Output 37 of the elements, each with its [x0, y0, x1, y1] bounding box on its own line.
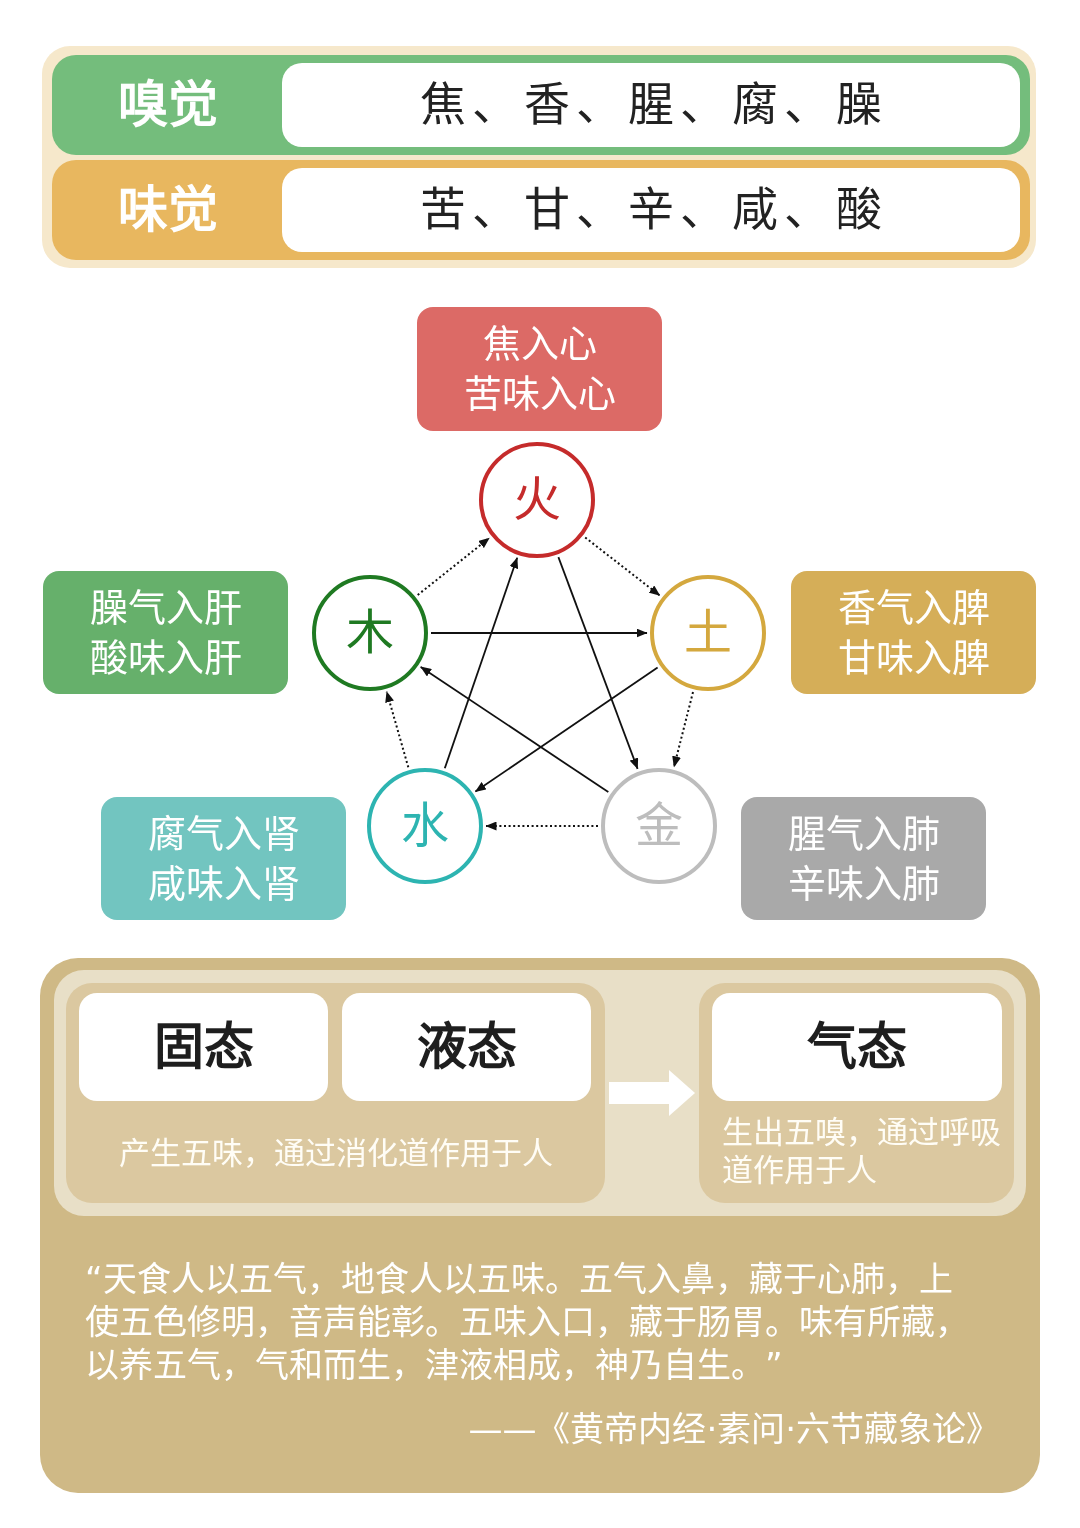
state-card: 液态	[342, 993, 591, 1101]
arrow	[430, 628, 648, 638]
dotted-arrow	[584, 536, 661, 597]
value-box: 苦、甘、辛、咸、酸	[282, 168, 1020, 252]
description-text: 产生五味，通过消化道作用于人	[118, 1134, 553, 1172]
note-text: 甘味入脾	[837, 634, 990, 682]
note-text: 苦味入心	[463, 371, 616, 418]
note-text: 臊气入肝	[89, 584, 242, 632]
dotted-arrow	[385, 690, 410, 769]
state-card: 固态	[79, 993, 328, 1101]
value-box: 焦、香、腥、腐、臊	[282, 63, 1020, 147]
dotted-arrow	[672, 691, 694, 768]
source-text: ——《黄帝内经·素问·六节藏象论》	[468, 1408, 1000, 1451]
element-circle: 金	[601, 768, 717, 884]
element-circle: 火	[479, 442, 595, 558]
note-text: 辛味入肺	[787, 860, 940, 908]
category-label: 味觉	[118, 180, 218, 240]
note-text: 香气入脾	[837, 584, 990, 632]
arrow	[419, 666, 610, 793]
quote-text: “天食人以五气，地食人以五味。五气入鼻，藏于心肺，上使五色修明，音声能彰。五味入口，藏于肠胃。味有所藏，以养五气，气和而生，津液相成，神乃自生。”	[85, 1258, 970, 1387]
element-circle: 土	[650, 575, 766, 691]
element-circle: 木	[312, 575, 428, 691]
note-text: 咸味入肾	[147, 860, 300, 908]
element-circle: 水	[367, 768, 483, 884]
note-text: 焦入心	[482, 321, 597, 368]
dotted-arrow	[485, 821, 599, 831]
arrow	[474, 666, 659, 793]
note-text: 腐气入肾	[147, 810, 300, 858]
note-text: 酸味入肝	[89, 634, 242, 682]
category-label: 嗅觉	[118, 75, 218, 135]
arrow	[443, 556, 519, 770]
block-arrow	[609, 1070, 695, 1116]
arrow	[557, 556, 639, 770]
description-text: 生出五嗅，通过呼吸道作用于人	[722, 1113, 1002, 1189]
note-text: 腥气入肺	[787, 810, 940, 858]
dotted-arrow	[416, 537, 491, 596]
state-card: 气态	[712, 993, 1002, 1101]
